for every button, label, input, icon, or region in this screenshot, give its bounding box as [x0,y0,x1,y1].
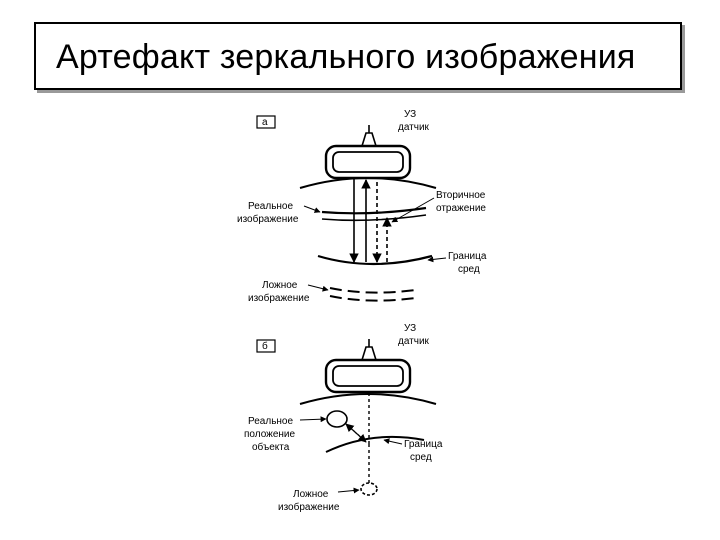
object-to-boundary-beam [345,423,367,443]
skin-surface-line [299,393,437,405]
ultrasound-probe-icon [324,125,412,180]
false-label-a-line2: изображение [248,292,310,304]
real-pointer [303,205,321,213]
probe-label-b-line2: датчик [398,336,430,347]
title-frame [34,22,682,90]
false-pointer-b [337,487,360,494]
false-pointer-a [307,284,329,292]
ultrasound-probe-icon [324,339,412,394]
secondary-label-line1: Вторичное [436,190,486,201]
false-label-b-line1: Ложное [293,489,329,500]
false-image-line-2 [329,295,417,302]
boundary-to-object-beam [345,423,365,441]
real-position-label-line2: положение [244,429,296,440]
panel-b-tag: б [262,340,268,352]
boundary-label-a-line2: сред [458,264,480,275]
slide-title: Артефакт зеркального изображения [56,38,636,76]
real-image-line-2 [321,214,427,222]
real-position-label-line1: Реальное [248,416,293,427]
probe-label-a-line1: УЗ [404,109,416,120]
secondary-label-line2: отражение [436,203,486,214]
boundary-pointer-a [427,256,447,263]
panel-b: б УЗ датчик Реальное положение объекта Г… [244,323,443,513]
panel-b-tag-box [256,339,276,353]
boundary-label-b-line2: сред [410,452,432,463]
panel-a: а УЗ датчик Вторичное отражение Реальное [237,109,487,304]
probe-label-a-line2: датчик [398,122,430,133]
real-label-line1: Реальное [248,201,293,212]
real-label-line2: изображение [237,213,299,225]
panel-a-tag: а [262,117,268,128]
probe-label-b-line1: УЗ [404,323,416,334]
panel-a-tag-box [256,115,276,129]
boundary-label-a-line1: Граница [448,251,487,262]
skin-surface-line [299,177,437,189]
false-label-b-line2: изображение [278,501,340,513]
secondary-pointer [391,197,435,223]
false-image-line [329,287,417,294]
real-object-icon [326,410,348,428]
real-position-pointer [299,416,327,423]
tissue-boundary-line [317,254,433,266]
real-image-line [321,206,427,215]
boundary-pointer-b [383,438,403,445]
false-label-a-line1: Ложное [262,280,298,291]
tissue-boundary-line [325,435,425,453]
boundary-label-b-line1: Граница [404,439,443,450]
real-position-label-line3: объекта [252,441,290,453]
false-object-icon [360,482,378,496]
